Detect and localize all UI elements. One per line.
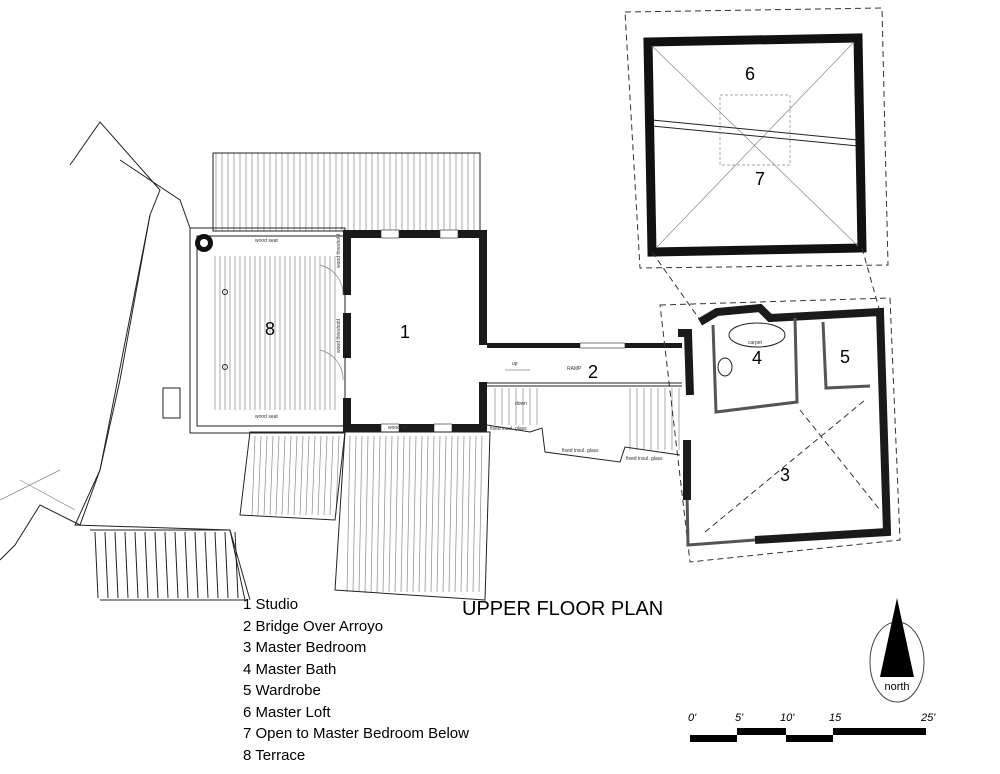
lower-decks bbox=[251, 435, 483, 593]
hatch-line bbox=[472, 435, 477, 593]
hatch-line bbox=[346, 435, 351, 593]
hatch-line bbox=[311, 435, 316, 516]
legend-item: 1 Studio bbox=[243, 596, 298, 613]
hatch-line bbox=[430, 435, 435, 593]
hatch-line bbox=[466, 435, 471, 593]
hatch-line bbox=[124, 531, 129, 599]
wood-threshold-note: wood threshold bbox=[336, 234, 342, 268]
hatch-line bbox=[478, 435, 483, 593]
hatch-line bbox=[317, 435, 322, 516]
scale-tick: 15 bbox=[829, 712, 842, 724]
down-note: down bbox=[515, 401, 527, 407]
hatch-line bbox=[287, 435, 292, 516]
hatch-line bbox=[323, 435, 328, 516]
hatch-line bbox=[394, 435, 399, 593]
hatch-line bbox=[424, 435, 429, 593]
master-loft bbox=[624, 7, 889, 321]
scale-tick: 25' bbox=[920, 712, 936, 724]
hatch-line bbox=[154, 531, 159, 599]
room-number-5: 5 bbox=[840, 347, 850, 367]
studio-walls: wood sill wood threshold wood threshold bbox=[319, 229, 487, 433]
hatch-line bbox=[364, 435, 369, 593]
legend-item: 8 Terrace bbox=[243, 747, 305, 764]
hatch-line bbox=[418, 435, 423, 593]
hatch-line bbox=[400, 435, 405, 593]
room-legend: 1 Studio 2 Bridge Over Arroyo 3 Master B… bbox=[243, 596, 469, 764]
hatch-line bbox=[460, 435, 465, 593]
legend-item: 7 Open to Master Bedroom Below bbox=[243, 725, 469, 742]
hatch-line bbox=[358, 435, 363, 593]
room-number-3: 3 bbox=[780, 465, 790, 485]
fixed-glass-note: fixed insul. glass bbox=[626, 456, 663, 462]
wood-seat-note: wood seat bbox=[255, 238, 278, 244]
room-number-2: 2 bbox=[588, 362, 598, 382]
scale-tick: 0' bbox=[688, 712, 697, 724]
hatch-line bbox=[275, 435, 280, 516]
hatch-line bbox=[144, 531, 149, 599]
room-number-7: 7 bbox=[755, 169, 765, 189]
scale-bar: 0' 5' 10' 15 25' bbox=[688, 712, 936, 742]
hatch-line bbox=[352, 435, 357, 593]
hatch-line bbox=[114, 531, 119, 599]
hatch-line bbox=[370, 435, 375, 593]
deck-hatch-upper bbox=[215, 153, 475, 231]
wood-sill-note: wood sill bbox=[388, 425, 407, 431]
hatch-line bbox=[382, 435, 387, 593]
hatch-line bbox=[134, 531, 139, 599]
hatch-line bbox=[257, 435, 262, 516]
hatch-line bbox=[388, 435, 393, 593]
master-bedroom-wing: carpet bbox=[659, 297, 901, 563]
hatch-line bbox=[269, 435, 274, 516]
legend-item: 4 Master Bath bbox=[243, 661, 336, 678]
hatch-line bbox=[454, 435, 459, 593]
hatch-line bbox=[305, 435, 310, 516]
legend-item: 2 Bridge Over Arroyo bbox=[243, 618, 383, 635]
hatch-line bbox=[194, 531, 199, 599]
wood-seat-note: wood seat bbox=[255, 414, 278, 420]
hatch-line bbox=[436, 435, 441, 593]
hatch-line bbox=[412, 435, 417, 593]
hatch-line bbox=[234, 531, 239, 599]
hatch-line bbox=[442, 435, 447, 593]
hatch-line bbox=[406, 435, 411, 593]
hatch-line bbox=[184, 531, 189, 599]
ramp-label: RAMP bbox=[567, 366, 582, 372]
hatch-line bbox=[94, 531, 99, 599]
carpet-note: carpet bbox=[748, 340, 763, 346]
room-number-8: 8 bbox=[265, 319, 275, 339]
up-note: up bbox=[512, 361, 518, 367]
fixed-glass-note: fixed insul. glass bbox=[562, 448, 599, 454]
bridge: up RAMP fixed insul. glass fixed insul. … bbox=[486, 342, 682, 463]
room-number-1: 1 bbox=[400, 322, 410, 342]
hatch-line bbox=[448, 435, 453, 593]
hatch-line bbox=[299, 435, 304, 516]
hatch-line bbox=[104, 531, 109, 599]
north-label: north bbox=[884, 681, 909, 693]
room-number-6: 6 bbox=[745, 64, 755, 84]
hatch-line bbox=[335, 435, 340, 516]
scale-tick: 5' bbox=[735, 712, 744, 724]
scale-tick: 10' bbox=[780, 712, 795, 724]
hatch-line bbox=[224, 531, 229, 599]
hatch-line bbox=[214, 531, 219, 599]
hatch-line bbox=[204, 531, 209, 599]
hatch-line bbox=[281, 435, 286, 516]
hatch-line bbox=[293, 435, 298, 516]
fixed-glass-note: fixed insul. glass bbox=[490, 426, 527, 432]
legend-item: 6 Master Loft bbox=[243, 704, 331, 721]
hatch-line bbox=[164, 531, 169, 599]
hatch-line bbox=[174, 531, 179, 599]
legend-item: 5 Wardrobe bbox=[243, 682, 321, 699]
room-number-4: 4 bbox=[752, 348, 762, 368]
hatch-line bbox=[329, 435, 334, 516]
hatch-line bbox=[263, 435, 268, 516]
hatch-line bbox=[376, 435, 381, 593]
site-outline bbox=[0, 121, 251, 601]
legend-item: 3 Master Bedroom bbox=[243, 639, 366, 656]
wood-threshold-note: wood threshold bbox=[336, 319, 342, 353]
north-arrow-icon: north bbox=[869, 598, 925, 703]
hatch-line bbox=[251, 435, 256, 516]
exterior-stairs bbox=[94, 531, 239, 599]
plan-title: UPPER FLOOR PLAN bbox=[462, 598, 663, 620]
